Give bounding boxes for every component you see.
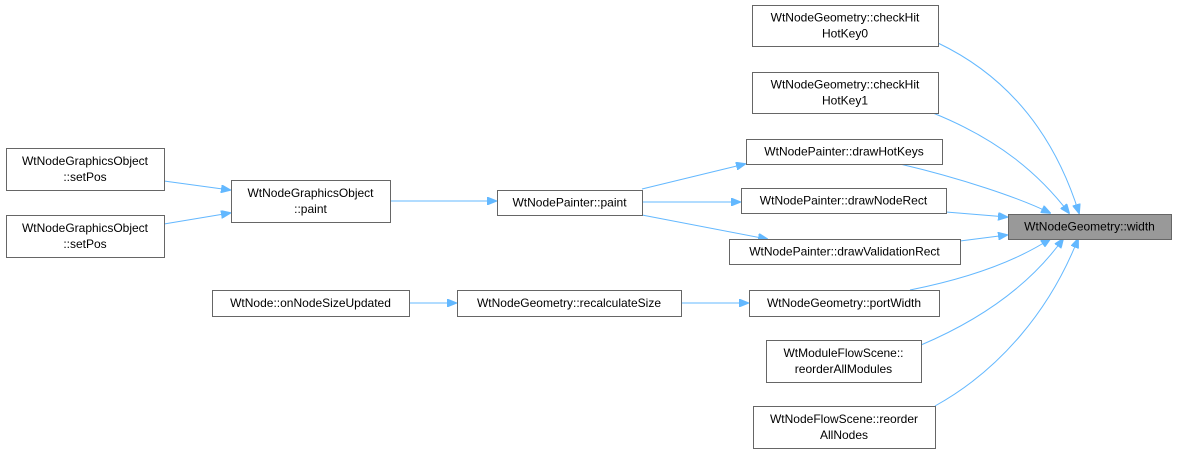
edge-drawHotKeys-to-width bbox=[899, 163, 1050, 213]
node-label-line: HotKey0 bbox=[822, 27, 868, 41]
node-box bbox=[6, 215, 165, 258]
node-box bbox=[729, 239, 961, 265]
node-label-line: WtNodeGeometry::checkHit bbox=[771, 11, 920, 25]
edge-checkHitHotKey0-to-width bbox=[937, 42, 1079, 213]
node-drawNodeRect[interactable]: WtNodePainter::drawNodeRect bbox=[741, 188, 947, 214]
node-paintGO[interactable]: WtNodeGraphicsObject::paint bbox=[231, 180, 391, 223]
edge-painterPaint-to-drawValidationRect bbox=[641, 214, 767, 239]
node-drawHotKeys[interactable]: WtNodePainter::drawHotKeys bbox=[746, 139, 943, 165]
node-label-line: WtNodePainter::drawNodeRect bbox=[760, 194, 928, 208]
edge-checkHitHotKey1-to-width bbox=[932, 112, 1069, 213]
edge-drawValidationRect-to-width bbox=[959, 235, 1007, 242]
node-label-line: WtNode::onNodeSizeUpdated bbox=[230, 296, 391, 310]
node-box bbox=[497, 190, 643, 216]
node-label-line: WtNodePainter::drawValidationRect bbox=[749, 245, 940, 259]
node-label-line: WtModuleFlowScene:: bbox=[783, 346, 903, 360]
edge-setPos1-to-paintGO bbox=[163, 180, 230, 190]
node-box bbox=[457, 290, 682, 317]
node-box bbox=[753, 406, 936, 449]
node-width: WtNodeGeometry::width bbox=[1008, 214, 1172, 240]
node-box bbox=[752, 5, 939, 47]
node-box bbox=[746, 139, 943, 165]
node-box bbox=[212, 290, 410, 317]
node-box bbox=[741, 188, 947, 214]
node-setPos2[interactable]: WtNodeGraphicsObject::setPos bbox=[6, 215, 165, 258]
node-label-line: WtNodeFlowScene::reorder bbox=[770, 412, 918, 426]
node-label-line: reorderAllModules bbox=[795, 362, 892, 376]
edge-drawNodeRect-to-width bbox=[945, 211, 1007, 217]
edge-painterPaint-to-drawHotKeys bbox=[641, 164, 745, 190]
node-drawValidationRect[interactable]: WtNodePainter::drawValidationRect bbox=[729, 239, 961, 265]
node-box bbox=[1008, 214, 1172, 240]
node-box bbox=[231, 180, 391, 223]
edge-portWidth-to-width bbox=[909, 239, 1050, 291]
node-box bbox=[752, 72, 939, 114]
node-label-line: WtNodePainter::drawHotKeys bbox=[764, 145, 923, 159]
node-onNodeSizeUpdated[interactable]: WtNode::onNodeSizeUpdated bbox=[212, 290, 410, 317]
node-setPos1[interactable]: WtNodeGraphicsObject::setPos bbox=[6, 148, 165, 191]
node-label-line: WtNodeGraphicsObject bbox=[22, 154, 149, 168]
node-label-line: HotKey1 bbox=[822, 94, 868, 108]
node-label-line: WtNodeGeometry::checkHit bbox=[771, 78, 920, 92]
node-portWidth[interactable]: WtNodeGeometry::portWidth bbox=[749, 290, 940, 317]
node-box bbox=[766, 340, 922, 383]
node-painterPaint[interactable]: WtNodePainter::paint bbox=[497, 190, 643, 216]
edge-reorderAllModules-to-width bbox=[920, 239, 1063, 346]
nodes-layer: WtNodeGeometry::checkHitHotKey0WtNodeGeo… bbox=[6, 5, 1172, 449]
node-box bbox=[6, 148, 165, 191]
node-label-line: ::setPos bbox=[63, 170, 106, 184]
node-box bbox=[749, 290, 940, 317]
node-reorderAllModules[interactable]: WtModuleFlowScene::reorderAllModules bbox=[766, 340, 922, 383]
node-label-line: WtNodeGraphicsObject bbox=[22, 221, 149, 235]
node-label-line: WtNodeGraphicsObject bbox=[247, 186, 374, 200]
node-label-line: ::paint bbox=[294, 202, 327, 216]
node-label-line: WtNodeGeometry::width bbox=[1024, 220, 1155, 234]
node-label-line: WtNodePainter::paint bbox=[512, 196, 627, 210]
node-recalculateSize[interactable]: WtNodeGeometry::recalculateSize bbox=[457, 290, 682, 317]
node-label-line: WtNodeGeometry::portWidth bbox=[767, 296, 921, 310]
node-label-line: ::setPos bbox=[63, 237, 106, 251]
edge-setPos2-to-paintGO bbox=[163, 213, 230, 225]
node-label-line: WtNodeGeometry::recalculateSize bbox=[477, 296, 661, 310]
edge-reorderAllNodes-to-width bbox=[934, 239, 1078, 407]
edges-layer bbox=[163, 42, 1079, 407]
node-label-line: AllNodes bbox=[820, 428, 868, 442]
